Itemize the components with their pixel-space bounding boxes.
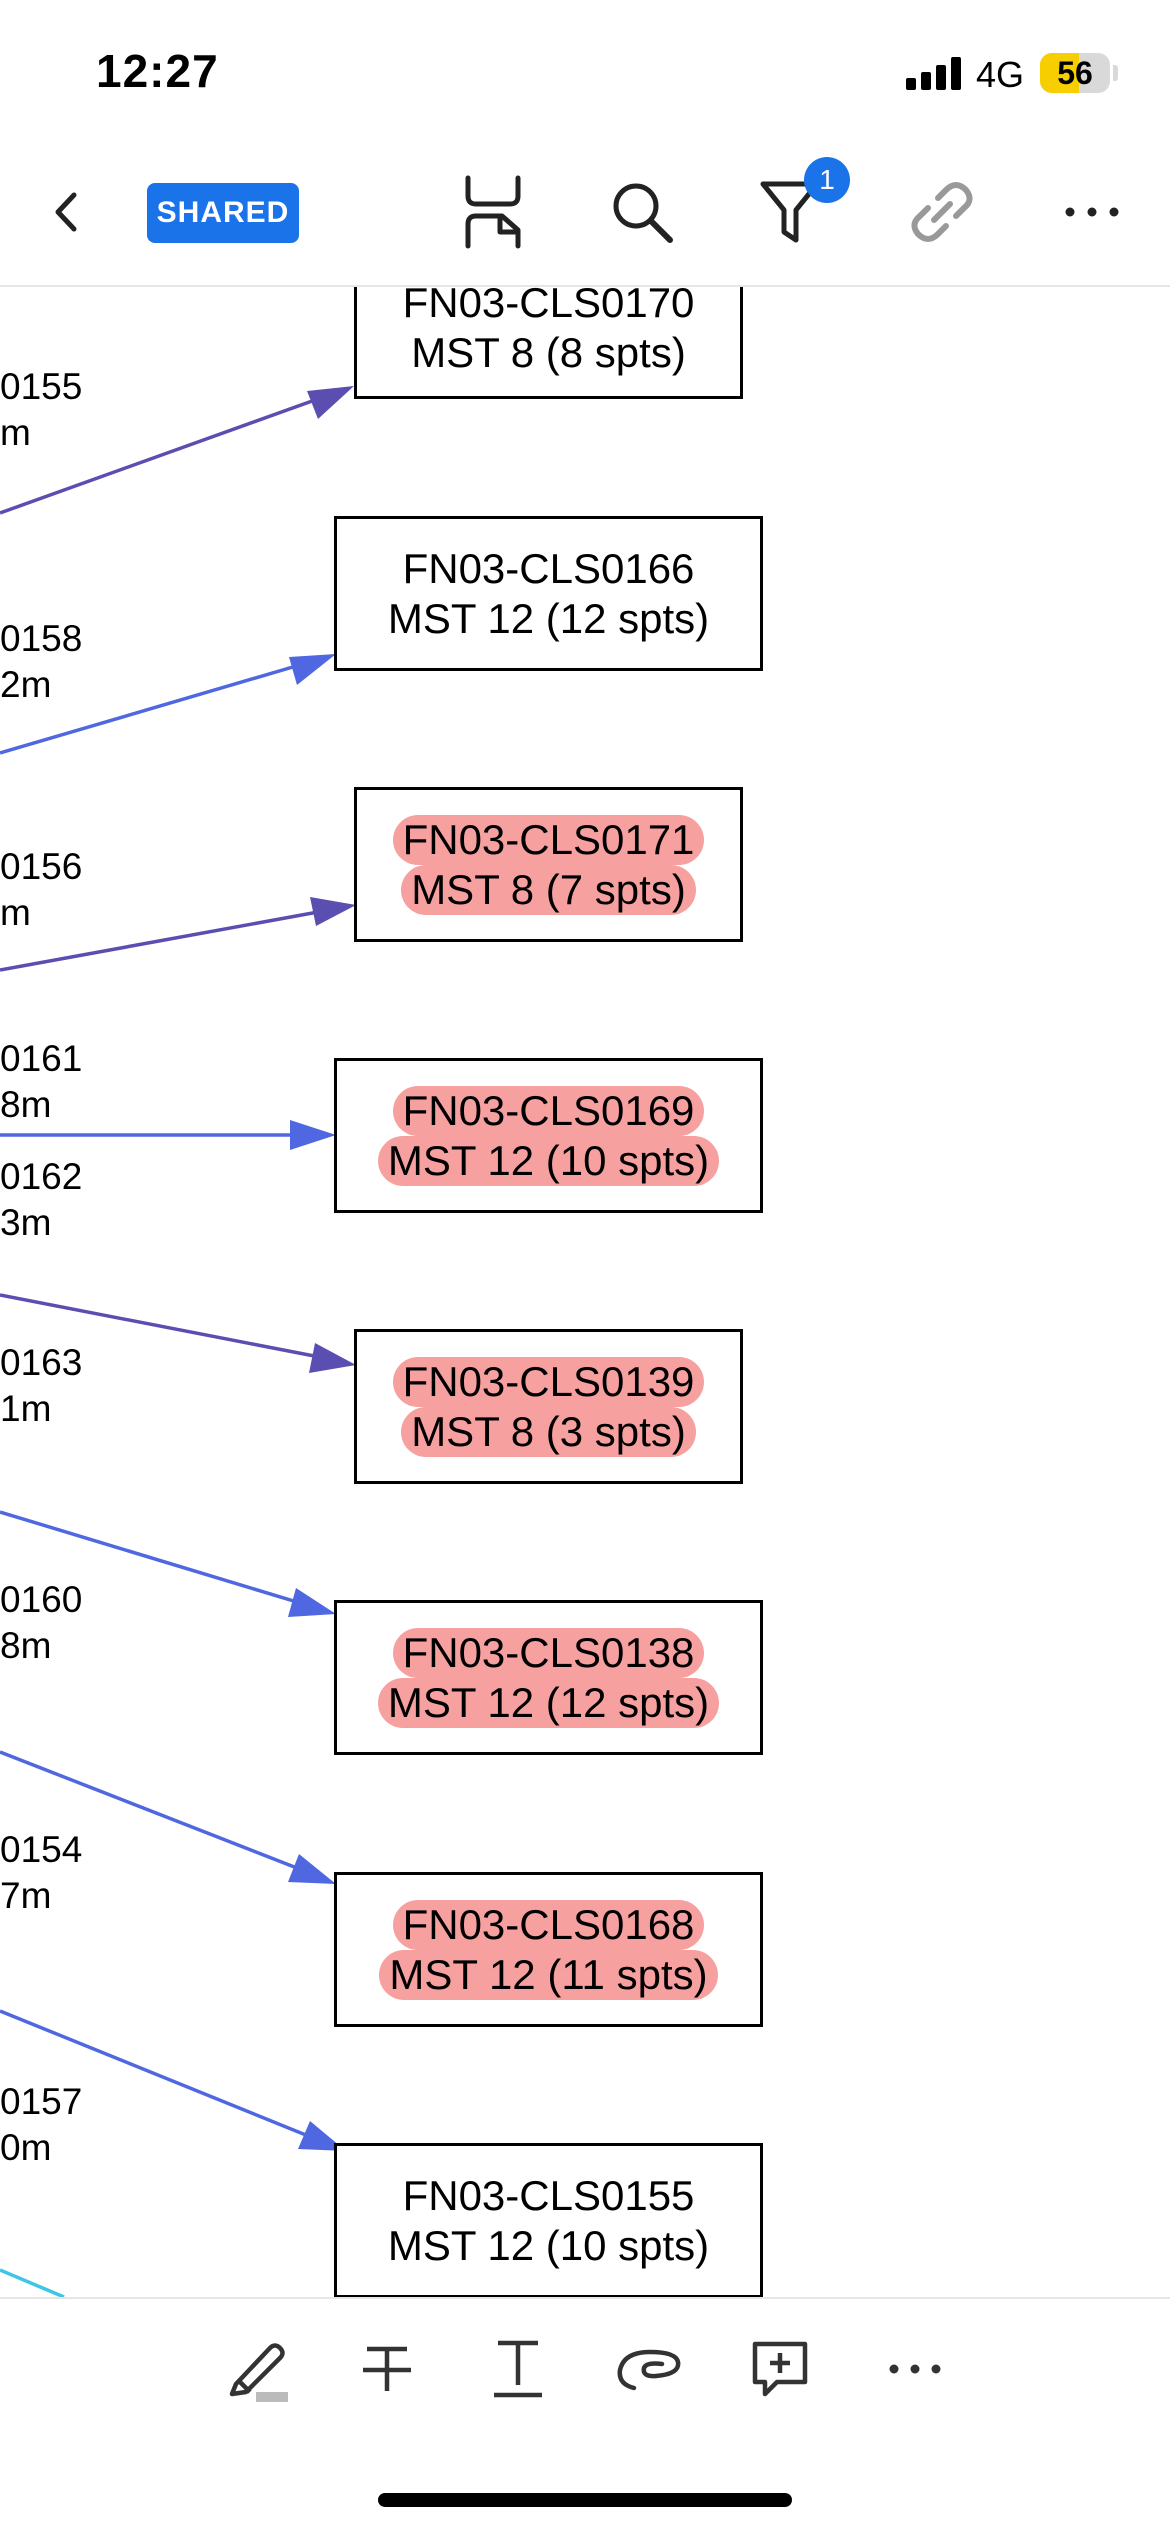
add-comment-icon	[752, 2341, 808, 2397]
diagram-node[interactable]: FN03-CLS0155 MST 12 (10 spts)	[334, 2143, 763, 2297]
diagram-node-highlighted[interactable]: FN03-CLS0139 MST 8 (3 spts)	[354, 1329, 743, 1484]
back-button[interactable]	[24, 170, 108, 254]
strikethrough-button[interactable]	[342, 2324, 432, 2414]
status-time: 12:27	[96, 45, 219, 97]
edge-0158	[0, 654, 336, 755]
diagram-edges	[0, 386, 356, 2297]
chevron-left-icon	[55, 192, 77, 232]
battery-nub	[1113, 65, 1118, 81]
link-icon	[911, 182, 973, 242]
more-tools-button[interactable]	[870, 2324, 960, 2414]
search-button[interactable]	[600, 170, 684, 254]
search-icon	[613, 183, 673, 243]
link-button[interactable]	[900, 170, 984, 254]
diagram-node-highlighted[interactable]: FN03-CLS0171 MST 8 (7 spts)	[354, 787, 743, 942]
shared-badge[interactable]: SHARED	[147, 183, 299, 243]
reader-view-button[interactable]	[451, 170, 535, 254]
more-horizontal-icon	[1065, 207, 1119, 217]
edge-0161	[0, 1120, 336, 1150]
document-toolbar: SHARED 1	[0, 140, 1170, 287]
filter-count-badge: 1	[804, 157, 850, 203]
more-options-button[interactable]	[1050, 170, 1134, 254]
highlighter-button[interactable]	[212, 2324, 302, 2414]
battery-level-fill	[1040, 53, 1080, 93]
text-underline-icon	[494, 2340, 542, 2398]
edge-0160	[0, 1750, 336, 1884]
highlighter-icon	[229, 2343, 288, 2402]
home-indicator[interactable]	[378, 2493, 792, 2507]
battery-icon: 56	[1040, 53, 1110, 93]
status-bar: 12:27 4G 56	[0, 0, 1170, 140]
add-comment-button[interactable]	[735, 2324, 825, 2414]
freehand-draw-button[interactable]	[604, 2324, 694, 2414]
network-type: 4G	[976, 54, 1025, 95]
diagram-node[interactable]: FN03-CLS0170 MST 8 (8 spts)	[354, 287, 743, 399]
diagram-node-highlighted[interactable]: FN03-CLS0168 MST 12 (11 spts)	[334, 1872, 763, 2027]
edge-0162	[0, 1293, 356, 1373]
reader-view-icon	[465, 175, 521, 249]
underline-button[interactable]	[473, 2324, 563, 2414]
edge-0157	[0, 2268, 65, 2297]
cellular-signal-icon	[906, 56, 962, 90]
edge-0155	[0, 386, 354, 515]
diagram-node-highlighted[interactable]: FN03-CLS0138 MST 12 (12 spts)	[334, 1600, 763, 1755]
more-horizontal-icon	[889, 2364, 941, 2374]
freehand-draw-icon	[617, 2349, 681, 2391]
edge-0156	[0, 897, 356, 972]
edge-0163	[0, 1510, 336, 1617]
diagram-node[interactable]: FN03-CLS0166 MST 12 (12 spts)	[334, 516, 763, 671]
battery-percentage: 56	[1057, 55, 1093, 91]
strikethrough-icon	[363, 2346, 411, 2391]
diagram-node-highlighted[interactable]: FN03-CLS0169 MST 12 (10 spts)	[334, 1058, 763, 1213]
